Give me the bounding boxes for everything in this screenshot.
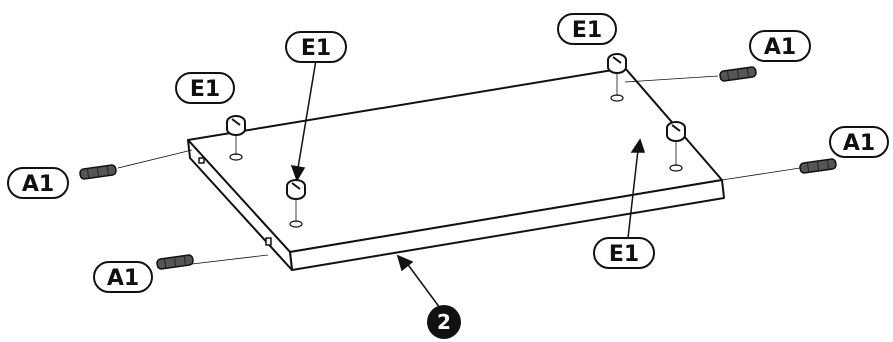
label-e1-left: E1 (175, 72, 235, 104)
label-e1-bottom-right: E1 (593, 237, 655, 269)
pointer-arrows (290, 59, 646, 309)
svg-text:E1: E1 (301, 36, 331, 61)
arrow-head-icon (630, 138, 646, 153)
left-edge-hole (198, 157, 205, 164)
guide-line-a1-top-right (624, 75, 719, 83)
dowel-pin-icon (79, 164, 117, 180)
dowel-pin-icon (156, 254, 194, 270)
guide-line-a1-right (721, 167, 801, 181)
label-a1-right: A1 (829, 126, 889, 158)
svg-text:E1: E1 (572, 18, 602, 43)
label-a1-bottom-left: A1 (93, 261, 153, 293)
svg-text:A1: A1 (843, 131, 875, 156)
cam-lock-icon (666, 121, 686, 142)
dowel-pin-icon (719, 66, 757, 82)
arrow-panel-2 (405, 261, 441, 309)
cam-lock-icon (226, 115, 246, 136)
svg-text:2: 2 (437, 310, 451, 334)
arrow-e1-center (297, 59, 317, 169)
guide-line-a1-left (117, 149, 193, 169)
label-a1-left: A1 (7, 167, 69, 199)
guide-lines (117, 75, 801, 265)
arrow-e1-bottom-right (627, 149, 639, 239)
label-a1-top-right: A1 (749, 30, 811, 62)
arrow-head-icon (290, 165, 306, 182)
svg-text:A1: A1 (764, 35, 796, 60)
svg-text:A1: A1 (22, 172, 54, 197)
guide-line-a1-bottom-left (191, 254, 269, 265)
panel-board (187, 67, 725, 271)
svg-text:E1: E1 (190, 77, 220, 102)
arrow-head-icon (396, 254, 414, 272)
cam-lock-icon (286, 179, 306, 200)
label-e1-center: E1 (285, 31, 347, 63)
dowel-pin-icon (799, 158, 837, 174)
label-e1-top-right: E1 (557, 13, 617, 45)
svg-text:E1: E1 (609, 242, 639, 267)
left-edge-hole (265, 237, 272, 246)
svg-text:A1: A1 (107, 266, 139, 291)
cam-lock-icon (607, 53, 627, 74)
part-number-badge: 2 (427, 305, 461, 339)
